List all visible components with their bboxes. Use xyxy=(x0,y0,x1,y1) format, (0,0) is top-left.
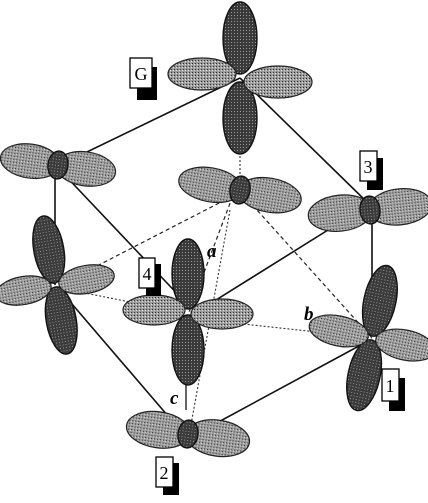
orbital-top-left xyxy=(0,143,117,187)
orbital-1 xyxy=(308,264,428,412)
label-4: 4 xyxy=(138,257,161,296)
hidden-center-2 xyxy=(189,209,231,431)
label-1-text: 1 xyxy=(386,376,395,396)
edge-G-left xyxy=(59,77,241,166)
vector-b-line xyxy=(187,317,373,339)
label-1: 1 xyxy=(381,368,405,411)
label-G: G xyxy=(129,57,157,100)
orbital-2 xyxy=(125,410,251,458)
vector-b-label: b xyxy=(304,304,314,325)
edge-2-1 xyxy=(199,339,371,433)
edge-left-4 xyxy=(59,169,186,303)
label-4-text: 4 xyxy=(143,264,152,284)
label-2-text: 2 xyxy=(160,463,169,483)
label-3-text: 3 xyxy=(364,157,373,177)
label-G-text: G xyxy=(135,64,148,84)
orbital-left-mid xyxy=(0,215,115,355)
orbital-back-center xyxy=(178,166,302,214)
vector-a-line xyxy=(187,189,236,316)
label-3: 3 xyxy=(359,150,383,190)
cube-edges xyxy=(54,77,373,433)
hidden-lines xyxy=(59,100,373,431)
orbital-G xyxy=(167,1,313,155)
orbital-4 xyxy=(122,238,254,386)
edge-G-3 xyxy=(239,77,371,206)
vector-c-label: c xyxy=(170,388,179,409)
edge-leftmid-2 xyxy=(59,289,181,431)
orbital-3 xyxy=(307,188,428,232)
label-2: 2 xyxy=(155,456,179,495)
hidden-center-1 xyxy=(247,199,373,339)
vector-a-label: a xyxy=(207,241,217,262)
